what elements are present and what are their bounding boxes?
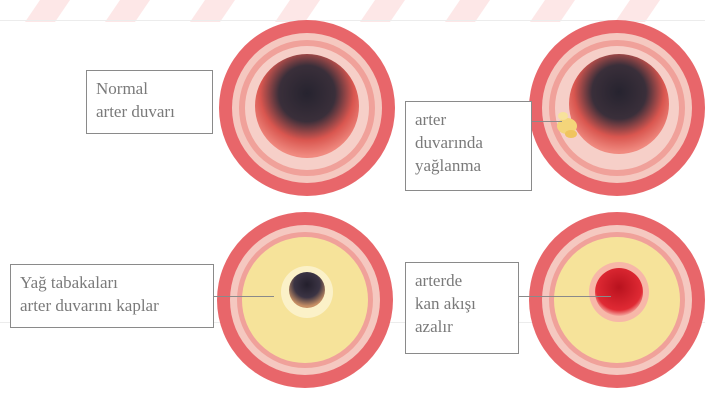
lumen bbox=[289, 272, 325, 308]
normal-artery-illustration bbox=[217, 18, 397, 198]
leader-line bbox=[214, 296, 274, 297]
label-line: azalır bbox=[415, 315, 509, 338]
plaque-artery-illustration bbox=[215, 210, 395, 390]
leader-line bbox=[519, 296, 611, 297]
label-line: arterde bbox=[415, 269, 509, 292]
blood-lumen bbox=[595, 268, 643, 316]
label-line: duvarında bbox=[415, 131, 522, 154]
label-line: arter duvarını kaplar bbox=[20, 294, 204, 317]
fatty-streak-artery-illustration bbox=[527, 18, 705, 198]
label-line: Yağ tabakaları bbox=[20, 271, 204, 294]
reduced-flow-artery-illustration bbox=[527, 210, 705, 390]
reduced-flow-label: arterde kan akışı azalır bbox=[405, 262, 519, 354]
label-line: arter bbox=[415, 108, 522, 131]
leader-line bbox=[532, 121, 562, 122]
label-line: kan akışı bbox=[415, 292, 509, 315]
fatty-streak-label: arter duvarında yağlanma bbox=[405, 101, 532, 191]
label-line: Normal bbox=[96, 77, 203, 100]
lumen bbox=[569, 54, 669, 154]
normal-artery-label: Normal arter duvarı bbox=[86, 70, 213, 134]
label-line: yağlanma bbox=[415, 154, 522, 177]
label-line: arter duvarı bbox=[96, 100, 203, 123]
lumen bbox=[255, 54, 359, 158]
plaque-label: Yağ tabakaları arter duvarını kaplar bbox=[10, 264, 214, 328]
